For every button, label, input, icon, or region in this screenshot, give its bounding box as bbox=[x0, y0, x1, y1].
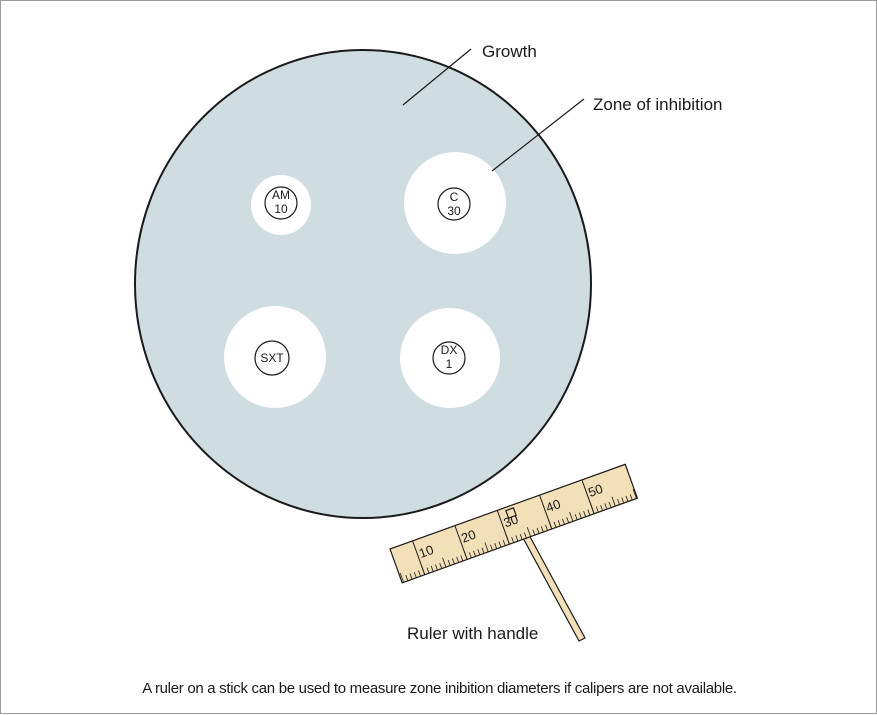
ruler-tick bbox=[399, 572, 404, 583]
ruler-tick bbox=[498, 541, 502, 548]
zone-leader-line bbox=[491, 98, 585, 172]
petri-dish-growth bbox=[134, 49, 592, 519]
ruler-tick bbox=[405, 575, 409, 581]
ruler-tick bbox=[562, 518, 565, 525]
ruler-number-50: 50 bbox=[586, 481, 605, 500]
ruler-tick bbox=[540, 526, 544, 533]
ruler-with-handle-label: Ruler with handle bbox=[407, 624, 538, 643]
figure-caption: A ruler on a stick can be used to measur… bbox=[142, 680, 737, 697]
ruler-tick bbox=[490, 544, 493, 551]
ruler-tick bbox=[502, 539, 506, 546]
ruler-tick bbox=[611, 496, 616, 507]
ruler-tick bbox=[608, 501, 612, 508]
ruler-tick bbox=[621, 497, 625, 504]
ruler-tick bbox=[418, 570, 421, 577]
ruler-tick bbox=[617, 498, 620, 505]
antibiotic-disk-dx: DX 1 bbox=[432, 341, 466, 375]
disk-label-c-line2: 30 bbox=[447, 204, 461, 218]
disk-label-am-line2: 10 bbox=[274, 202, 288, 216]
ruler-division-50 bbox=[581, 479, 595, 514]
ruler-tick bbox=[569, 511, 574, 522]
ruler-tick bbox=[523, 532, 527, 539]
ruler-tick bbox=[625, 495, 629, 502]
ruler-tick bbox=[426, 567, 430, 574]
ruler-with-handle: 10 20 30 40 50 bbox=[389, 463, 639, 642]
ruler-tick bbox=[526, 527, 532, 537]
ruler-tick bbox=[481, 547, 485, 554]
ruler-tick bbox=[632, 488, 637, 499]
ruler-tick bbox=[430, 565, 434, 572]
antibiotic-disk-am: AM 10 bbox=[264, 186, 298, 220]
ruler-division-10 bbox=[412, 540, 426, 575]
ruler-tick bbox=[494, 543, 498, 549]
ruler-tick bbox=[553, 521, 557, 528]
ruler-tick bbox=[452, 558, 455, 565]
ruler-number-40: 40 bbox=[544, 496, 563, 515]
ruler-tick bbox=[557, 520, 561, 527]
ruler-division-20 bbox=[454, 525, 468, 560]
ruler-tick bbox=[595, 506, 599, 513]
ruler-tick bbox=[409, 573, 413, 580]
ruler-tick bbox=[413, 572, 417, 578]
zone-of-inhibition-label: Zone of inhibition bbox=[593, 95, 722, 114]
antibiotic-disk-c: C 30 bbox=[437, 187, 471, 221]
growth-label: Growth bbox=[482, 42, 537, 61]
ruler-tick bbox=[519, 533, 523, 540]
disk-label-dx-line2: 1 bbox=[446, 357, 453, 371]
ruler-tick bbox=[532, 529, 536, 536]
ruler-pivot bbox=[505, 507, 517, 519]
ruler-tick bbox=[447, 559, 451, 566]
ruler-tick bbox=[473, 550, 476, 557]
disk-label-sxt: SXT bbox=[260, 351, 284, 365]
ruler-tick bbox=[545, 524, 548, 531]
ruler-tick bbox=[477, 549, 481, 556]
ruler-tick bbox=[515, 535, 519, 542]
ruler-tick bbox=[536, 527, 540, 534]
ruler-tick bbox=[629, 494, 633, 501]
disk-label-dx-line1: DX bbox=[441, 343, 458, 357]
ruler-tick bbox=[435, 564, 438, 571]
ruler-tick bbox=[587, 509, 591, 516]
antibiotic-disk-sxt: SXT bbox=[254, 340, 290, 376]
ruler-tick bbox=[456, 556, 460, 563]
ruler-tick bbox=[460, 555, 464, 562]
ruler-tick bbox=[583, 511, 587, 517]
ruler-tick bbox=[442, 557, 447, 568]
growth-leader-line bbox=[402, 48, 472, 106]
ruler-division-40 bbox=[539, 494, 553, 530]
ruler-number-20: 20 bbox=[459, 527, 478, 546]
ruler-body bbox=[389, 463, 639, 584]
ruler-tick bbox=[439, 562, 443, 569]
ruler-tick bbox=[600, 504, 603, 511]
disk-label-c-line1: C bbox=[450, 190, 459, 204]
ruler-tick bbox=[511, 536, 515, 543]
ruler-number-10: 10 bbox=[417, 542, 436, 561]
ruler-tick bbox=[579, 512, 582, 519]
ruler-tick bbox=[574, 514, 578, 521]
ruler-tick bbox=[566, 517, 570, 524]
ruler-division-30 bbox=[496, 510, 510, 545]
ruler-tick bbox=[484, 542, 489, 553]
disk-label-am-line1: AM bbox=[272, 188, 290, 202]
ruler-tick bbox=[604, 503, 608, 510]
ruler-tick bbox=[468, 552, 472, 559]
